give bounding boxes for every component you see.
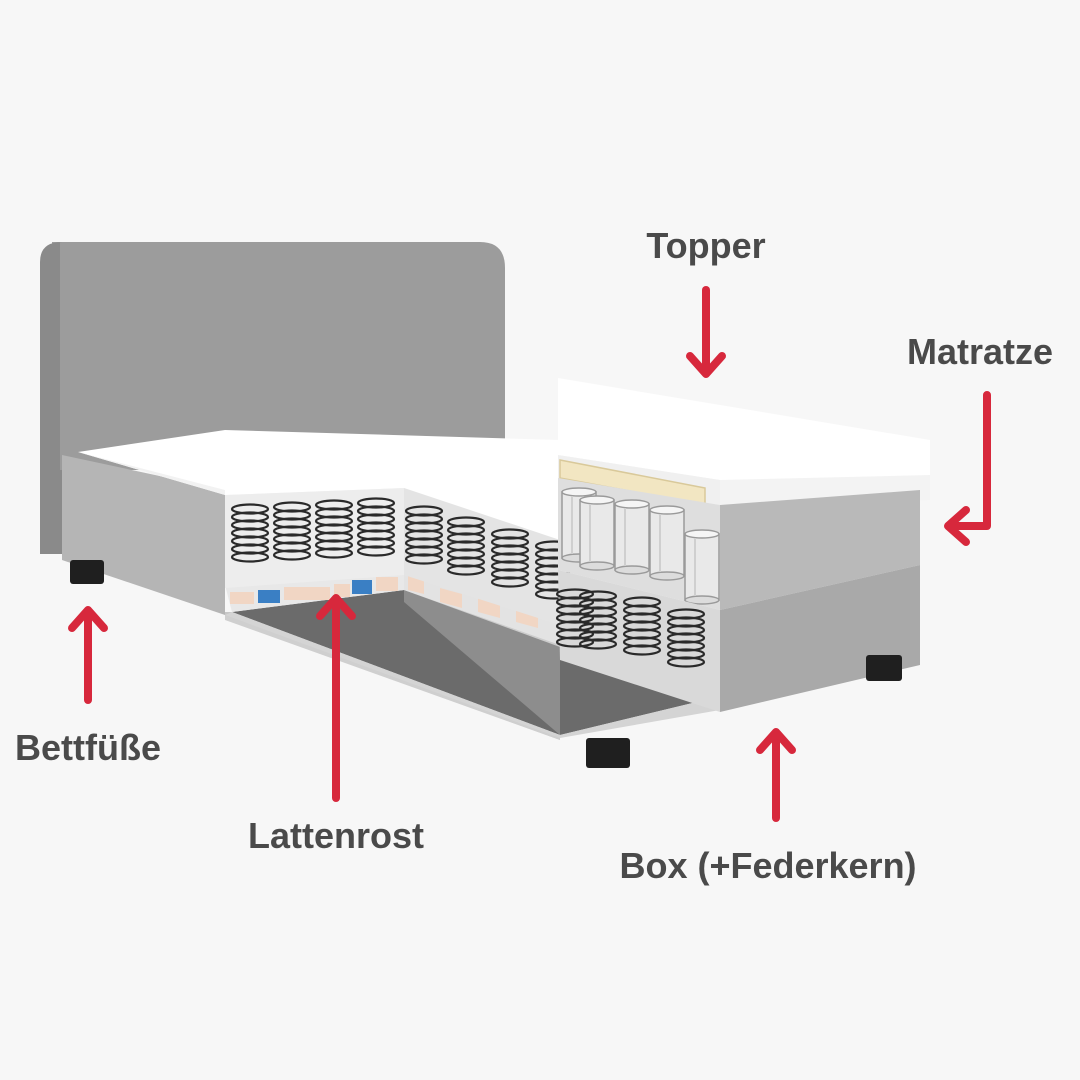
slat: [334, 584, 350, 597]
label-lattenrost: Lattenrost: [248, 815, 424, 856]
pocket-spring-icon: [579, 495, 615, 571]
right-section: [555, 378, 930, 712]
slat: [230, 592, 254, 604]
bed-feet: [70, 560, 902, 768]
label-matratze: Matratze: [907, 331, 1053, 372]
left-mattress: [78, 430, 574, 625]
pocket-spring-icon: [649, 505, 685, 581]
foot-front: [586, 738, 630, 768]
slat-blue: [258, 590, 280, 603]
foot-right: [866, 655, 902, 681]
slat-blue: [352, 580, 372, 594]
arrow-icon-lattenrost: [316, 594, 356, 802]
arrow-icon-box: [756, 728, 796, 822]
arrows: [68, 286, 991, 822]
headboard: [40, 242, 505, 554]
left-frame: [62, 455, 720, 740]
arrow-icon-topper: [686, 286, 726, 378]
pocket-spring-icon: [614, 499, 650, 575]
label-bettfuesse: Bettfüße: [15, 727, 161, 768]
label-topper: Topper: [646, 225, 765, 266]
arrow-icon-bettfuesse: [68, 606, 108, 704]
slat: [376, 577, 398, 591]
slat: [284, 587, 330, 600]
arrow-icon-matratze: [944, 391, 991, 546]
pocket-spring-icon: [684, 529, 720, 605]
label-box: Box (+Federkern): [619, 845, 916, 886]
foot-back-left: [70, 560, 104, 584]
